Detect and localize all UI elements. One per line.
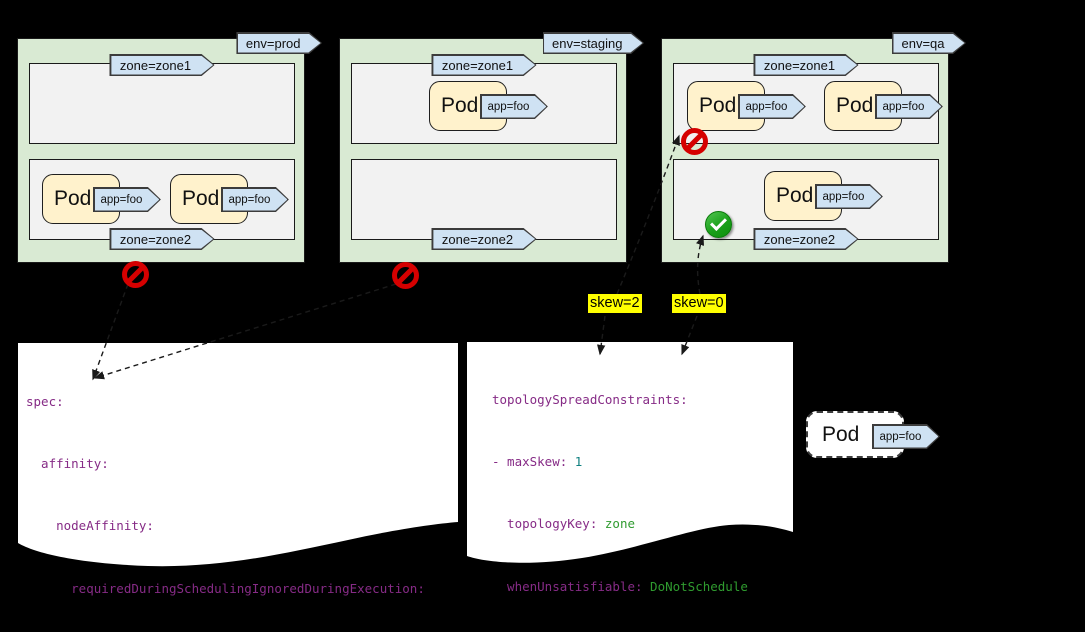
cluster-qa: env=qa zone=zone1 Pod app=foo Pod app=fo… <box>661 38 949 263</box>
yaml-line: requiredDuringSchedulingIgnoredDuringExe… <box>26 580 425 596</box>
env-label-tag: env=staging <box>543 32 644 54</box>
incoming-pod: Pod app=foo <box>806 411 904 458</box>
zone-box-zone2: Pod app=foo zone=zone2 <box>673 159 939 240</box>
pod: Pod app=foo <box>429 81 507 131</box>
zone-label: zone=zone1 <box>111 56 213 75</box>
skew-label-zone2: skew=0 <box>672 294 726 313</box>
env-label: env=qa <box>893 34 964 53</box>
zone-label: zone=zone2 <box>755 230 857 249</box>
zone-label-tag: zone=zone2 <box>109 228 214 250</box>
pod: Pod app=foo <box>687 81 765 131</box>
env-label: env=prod <box>238 34 321 53</box>
env-label-tag: env=prod <box>236 32 322 54</box>
zone-label-tag: zone=zone1 <box>431 54 536 76</box>
zone-label-tag: zone=zone2 <box>753 228 858 250</box>
zone-box-zone1: zone=zone1 Pod app=foo Pod app=foo <box>673 63 939 144</box>
yaml-line: spec: <box>26 393 64 409</box>
pod: Pod app=foo <box>824 81 902 131</box>
zone-label: zone=zone2 <box>111 230 213 249</box>
zone-label: zone=zone1 <box>755 56 857 75</box>
pod-app-label-tag: app=foo <box>221 187 289 212</box>
zone-label-tag: zone=zone2 <box>431 228 536 250</box>
zone-box-zone2: zone=zone2 <box>351 159 617 240</box>
yaml-line: nodeAffinity: <box>26 518 154 534</box>
cluster-prod: env=prod zone=zone1 Pod app=foo Pod app=… <box>17 38 305 263</box>
yaml-panel-topology-spread <box>467 342 793 515</box>
pod-app-label-tag: app=foo <box>93 187 161 212</box>
env-label-tag: env=qa <box>892 32 966 54</box>
zone-label-tag: zone=zone1 <box>753 54 858 76</box>
pod-app-label-tag: app=foo <box>480 94 548 119</box>
zone-box-zone1: zone=zone1 Pod app=foo <box>351 63 617 144</box>
yaml-line: topologyKey: zone <box>492 516 635 532</box>
env-label: env=staging <box>544 34 642 53</box>
pod: Pod app=foo <box>764 171 842 221</box>
pod: Pod app=foo <box>170 174 248 224</box>
no-entry-icon <box>122 261 149 288</box>
zone-label: zone=zone2 <box>433 230 535 249</box>
skew-label-zone1: skew=2 <box>588 294 642 313</box>
pod-app-label-tag: app=foo <box>815 184 883 209</box>
check-icon <box>705 211 732 238</box>
yaml-code-node-affinity: spec: affinity: nodeAffinity: requiredDu… <box>26 350 425 632</box>
yaml-line: - maxSkew: 1 <box>492 453 583 469</box>
yaml-line: topologySpreadConstraints: <box>492 391 688 407</box>
no-entry-icon <box>681 128 708 155</box>
yaml-line: affinity: <box>26 455 109 471</box>
pod: Pod app=foo <box>42 174 120 224</box>
zone-label-tag: zone=zone1 <box>109 54 214 76</box>
yaml-line: whenUnsatisfiable: DoNotSchedule <box>492 578 748 594</box>
zone-box-zone2: Pod app=foo Pod app=foo zone=zone2 <box>29 159 295 240</box>
no-entry-icon <box>392 262 419 289</box>
pod-app-label-tag: app=foo <box>738 94 806 119</box>
paper-torn-edge <box>467 515 793 563</box>
pod-app-label-tag: app=foo <box>872 424 940 449</box>
yaml-code-topology-spread: topologySpreadConstraints: - maxSkew: 1 … <box>492 348 748 632</box>
paper-torn-edge <box>18 515 458 567</box>
cluster-staging: env=staging zone=zone1 Pod app=foo zone=… <box>339 38 627 263</box>
pod-app-label-tag: app=foo <box>875 94 943 119</box>
zone-label: zone=zone1 <box>433 56 535 75</box>
zone-box-zone1: zone=zone1 <box>29 63 295 144</box>
